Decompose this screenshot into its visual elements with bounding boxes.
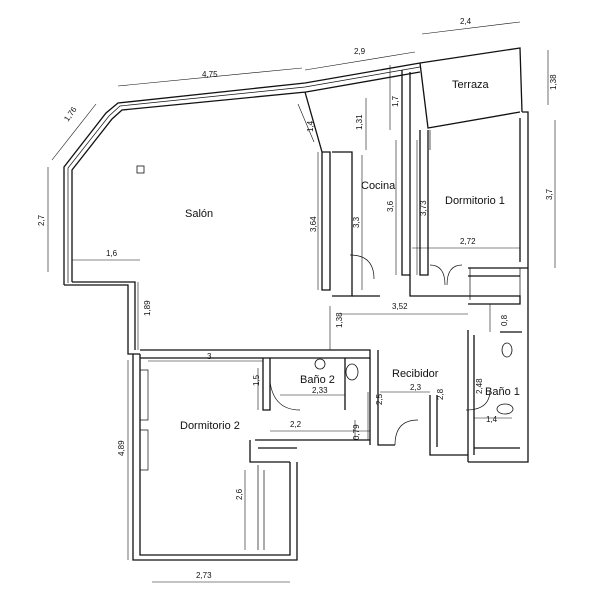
dim-label: 1,6 <box>106 249 118 258</box>
room-label-recibidor: Recibidor <box>392 368 439 380</box>
dim-label: 2,73 <box>196 571 212 580</box>
bano1-toilet <box>496 403 514 415</box>
dim-label: 3,64 <box>309 216 318 232</box>
windows <box>140 130 521 471</box>
room-label-terraza: Terraza <box>452 79 490 91</box>
room-label-dormitorio1: Dormitorio 1 <box>445 195 505 207</box>
dim-label: 2,9 <box>354 47 366 56</box>
dim-label: 1,4 <box>486 415 498 424</box>
doors <box>269 254 491 446</box>
dim-label: 4,75 <box>202 70 218 79</box>
dim-label: 1,76 <box>62 105 79 123</box>
room-label-cocina: Cocina <box>361 180 396 192</box>
dim-label: 1,38 <box>549 74 558 90</box>
room-label-bano2: Baño 2 <box>300 374 335 386</box>
dim-label: 2,8 <box>436 388 445 400</box>
dim-label: 1,7 <box>391 95 400 107</box>
bano1-sink <box>501 342 513 358</box>
dim-label: 2,2 <box>290 420 302 429</box>
dim-label: 2,6 <box>235 488 244 500</box>
room-label-bano1: Baño 1 <box>485 386 520 398</box>
dim-label: 3,7 <box>545 188 554 200</box>
dim-label: 3,3 <box>352 216 361 228</box>
outer-walls <box>63 47 529 561</box>
dim-label: 2,72 <box>460 237 476 246</box>
dim-label: 2,48 <box>475 378 484 394</box>
room-labels: Salón Cocina Terraza Dormitorio 1 Dormit… <box>180 79 520 432</box>
room-label-salon: Salón <box>185 208 213 220</box>
dim-label: 3,52 <box>392 302 408 311</box>
dim-label: 2,7 <box>37 214 46 226</box>
dim-label: 3,73 <box>419 200 428 216</box>
dim-label: 2,5 <box>375 393 384 405</box>
dim-label: 3,6 <box>386 200 395 212</box>
dim-label: 1,4 <box>306 120 315 132</box>
dim-label: 0,79 <box>352 424 361 440</box>
dim-label: 3 <box>207 352 212 361</box>
dim-label: 1,38 <box>335 312 344 328</box>
fixtures <box>136 165 514 415</box>
room-label-dormitorio2: Dormitorio 2 <box>180 420 240 432</box>
dimension-lines <box>47 21 556 583</box>
bano2-toilet <box>345 363 359 381</box>
dim-label: 2,3 <box>410 383 422 392</box>
column-marker <box>136 165 145 174</box>
interior-walls <box>140 62 528 550</box>
dim-label: 0,8 <box>500 314 509 326</box>
dim-label: 2,4 <box>460 17 472 26</box>
dim-label: 1,31 <box>355 114 364 130</box>
dim-label: 4,89 <box>117 440 126 456</box>
dim-label: 2,33 <box>312 386 328 395</box>
dim-label: 1,5 <box>252 374 261 386</box>
dimension-labels: 2,4 2,9 4,75 1,76 1,38 1,7 1,31 1,4 2,7 … <box>37 17 558 580</box>
dim-label: 1,89 <box>143 300 152 316</box>
bano2-sink <box>314 358 326 370</box>
